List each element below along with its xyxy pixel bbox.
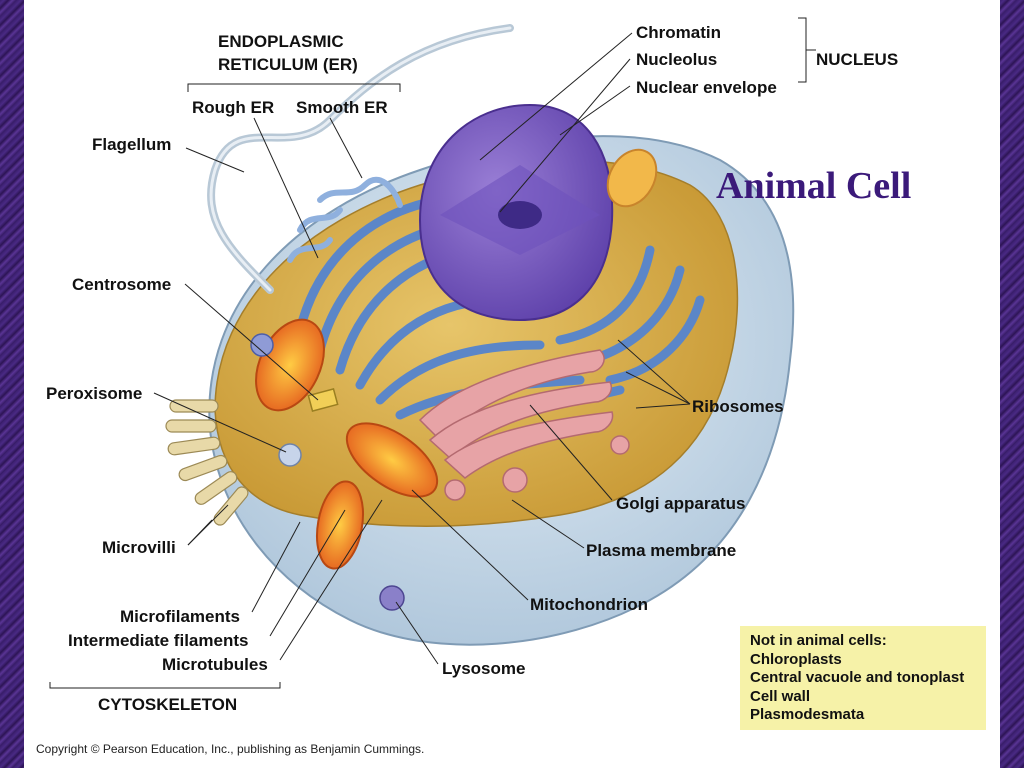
note-item: Central vacuole and tonoplast bbox=[750, 669, 965, 686]
label-er-header-2: RETICULUM (ER) bbox=[218, 55, 358, 74]
copyright-text: Copyright © Pearson Education, Inc., pub… bbox=[36, 742, 425, 756]
label-microfilaments: Microfilaments bbox=[120, 607, 240, 626]
note-item: Cell wall bbox=[750, 687, 811, 705]
label-ribosomes: Ribosomes bbox=[692, 397, 784, 416]
nucleolus-shape bbox=[498, 201, 542, 229]
label-plasma-membrane: Plasma membrane bbox=[586, 541, 736, 560]
label-nucleus: NUCLEUS bbox=[816, 50, 898, 69]
label-smooth-er: Smooth ER bbox=[296, 98, 388, 117]
left-border bbox=[0, 0, 24, 768]
note-heading: Not in animal cells: bbox=[750, 632, 887, 649]
label-chromatin: Chromatin bbox=[636, 23, 721, 42]
label-er-header-1: ENDOPLASMIC bbox=[218, 32, 344, 51]
label-peroxisome: Peroxisome bbox=[46, 384, 142, 403]
slide-title: Animal Cell bbox=[716, 165, 912, 207]
label-mitochondrion: Mitochondrion bbox=[530, 595, 648, 614]
label-rough-er: Rough ER bbox=[192, 98, 274, 117]
note-item: Chloroplasts bbox=[750, 650, 842, 668]
label-lysosome: Lysosome bbox=[442, 659, 525, 678]
not-in-animal-cells-box: Not in animal cells: Chloroplasts Centra… bbox=[740, 626, 986, 730]
microvilli-shapes bbox=[165, 399, 249, 526]
pointer-lines bbox=[49, 17, 816, 689]
peroxisome-shape bbox=[278, 443, 302, 467]
label-nuclear-envelope: Nuclear envelope bbox=[636, 78, 777, 97]
golgi-shapes bbox=[418, 349, 630, 501]
label-microvilli: Microvilli bbox=[102, 538, 176, 557]
note-item: Plasmodesmata bbox=[750, 706, 865, 723]
label-cytoskeleton: CYTOSKELETON bbox=[98, 695, 237, 714]
label-intermediate-filaments: Intermediate filaments bbox=[68, 631, 248, 650]
label-golgi-apparatus: Golgi apparatus bbox=[616, 494, 745, 513]
label-centrosome: Centrosome bbox=[72, 275, 171, 294]
label-flagellum: Flagellum bbox=[92, 135, 171, 154]
label-nucleolus: Nucleolus bbox=[636, 50, 717, 69]
right-border bbox=[1000, 0, 1024, 768]
label-microtubules: Microtubules bbox=[162, 655, 268, 674]
lysosome-shape bbox=[379, 585, 405, 611]
centrosome-shape bbox=[307, 387, 339, 413]
